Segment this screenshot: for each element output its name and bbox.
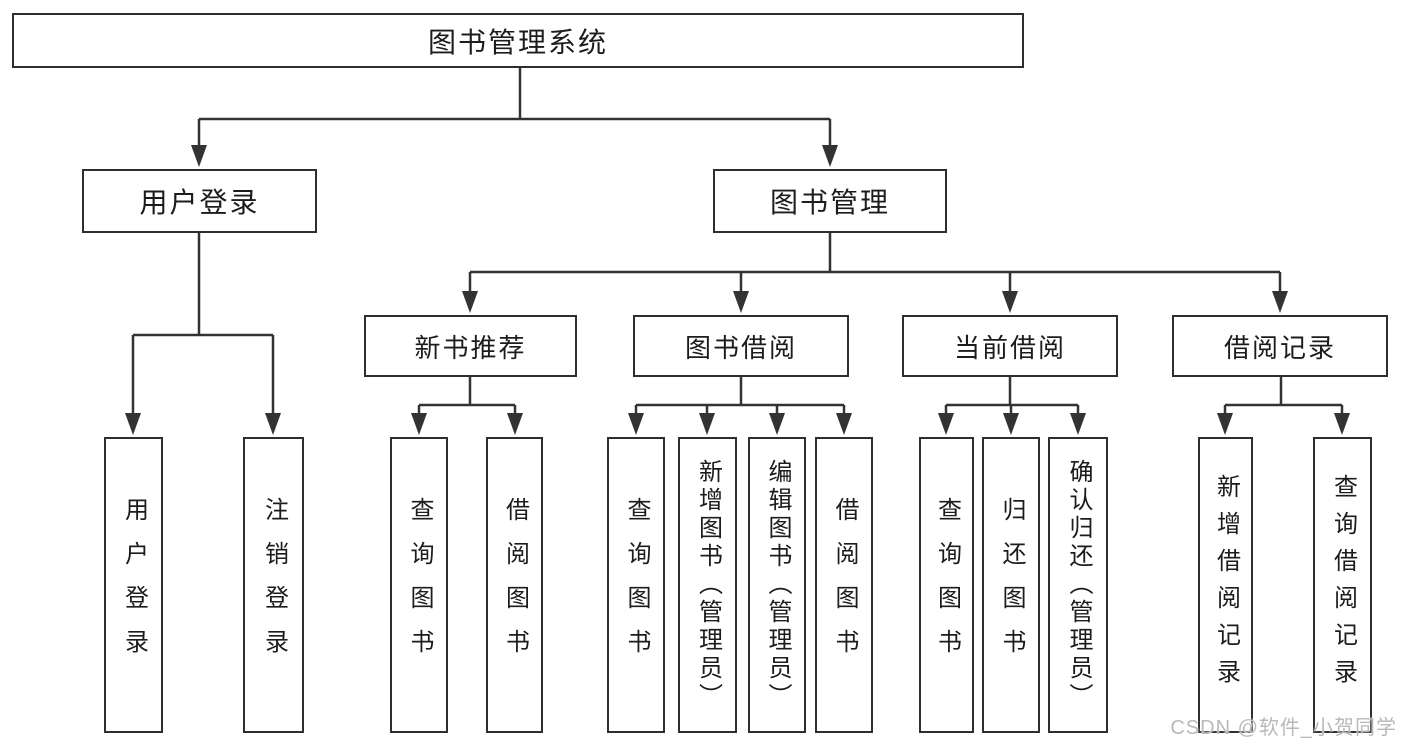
connector-manage-to-level3 [462,233,1288,313]
arrowhead [836,413,852,435]
leaf-borrow-borrow-books-label: 借阅图书 [831,497,858,673]
arrowhead [265,413,281,435]
leaf-borrow-add-books-admin: 新增图书（管理员） [678,437,737,733]
arrowhead [411,413,427,435]
arrowhead [1070,413,1086,435]
leaf-newbook-query-books: 查询图书 [390,437,448,733]
leaf-borrow-add-books-admin-label: 新增图书（管理员） [694,459,722,711]
connector-newbook-to-leaves [411,377,523,435]
arrowhead [628,413,644,435]
arrowhead [1334,413,1350,435]
arrowhead [1272,291,1288,313]
connector-borrow-to-leaves [628,377,852,435]
arrowhead [1217,413,1233,435]
arrowhead [125,413,141,435]
leaf-current-query-books: 查询图书 [919,437,974,733]
leaf-records-query-record: 查询借阅记录 [1313,437,1372,733]
node-current-borrowing-label: 当前借阅 [953,332,1066,363]
arrowhead [507,413,523,435]
arrowhead [699,413,715,435]
arrowhead [769,413,785,435]
node-root-label: 图书管理系统 [427,26,608,58]
leaf-records-add-record-label: 新增借阅记录 [1212,474,1240,696]
arrowhead [822,145,838,167]
leaf-current-confirm-return-admin: 确认归还（管理员） [1048,437,1108,733]
leaf-borrow-query-books: 查询图书 [607,437,665,733]
node-borrow-records: 借阅记录 [1172,315,1388,377]
arrowhead [191,145,207,167]
leaf-borrow-edit-books-admin: 编辑图书（管理员） [748,437,806,733]
node-book-management-label: 图书管理 [769,187,890,218]
leaf-user-login: 用户登录 [104,437,163,733]
leaf-borrow-borrow-books: 借阅图书 [815,437,873,733]
leaf-current-confirm-return-admin-label: 确认归还（管理员） [1065,459,1092,711]
leaf-current-query-books-label: 查询图书 [933,497,961,673]
csdn-watermark: CSDN @软件_小贺同学 [1170,717,1397,739]
node-borrow-records-label: 借阅记录 [1223,332,1336,363]
node-new-book-recommend: 新书推荐 [364,315,577,377]
connector-current-to-leaves [938,377,1086,435]
leaf-newbook-borrow-books: 借阅图书 [486,437,543,733]
connector-login-to-leaves [125,233,281,435]
arrowhead [1002,291,1018,313]
arrowhead [1003,413,1019,435]
leaf-newbook-borrow-books-label: 借阅图书 [501,497,529,673]
arrowhead [462,291,478,313]
node-root: 图书管理系统 [12,13,1024,68]
node-book-borrowing: 图书借阅 [633,315,849,377]
arrowhead [938,413,954,435]
leaf-logout: 注销登录 [243,437,304,733]
arrowhead [733,291,749,313]
node-book-management: 图书管理 [713,169,947,233]
node-user-login-label: 用户登录 [139,187,260,218]
leaf-user-login-label: 用户登录 [120,497,148,673]
connector-records-to-leaves [1217,377,1350,435]
leaf-current-return-books-label: 归还图书 [998,497,1025,673]
node-book-borrowing-label: 图书借阅 [684,332,797,363]
leaf-borrow-edit-books-admin-label: 编辑图书（管理员） [764,459,791,711]
leaf-borrow-query-books-label: 查询图书 [623,497,650,673]
leaf-records-add-record: 新增借阅记录 [1198,437,1253,733]
leaf-current-return-books: 归还图书 [982,437,1040,733]
leaf-newbook-query-books-label: 查询图书 [406,497,433,673]
node-current-borrowing: 当前借阅 [902,315,1118,377]
node-new-book-recommend-label: 新书推荐 [414,332,527,363]
leaf-records-query-record-label: 查询借阅记录 [1329,474,1357,696]
leaf-logout-label: 注销登录 [260,497,288,673]
connector-root-to-level2 [191,68,838,167]
node-user-login: 用户登录 [82,169,317,233]
